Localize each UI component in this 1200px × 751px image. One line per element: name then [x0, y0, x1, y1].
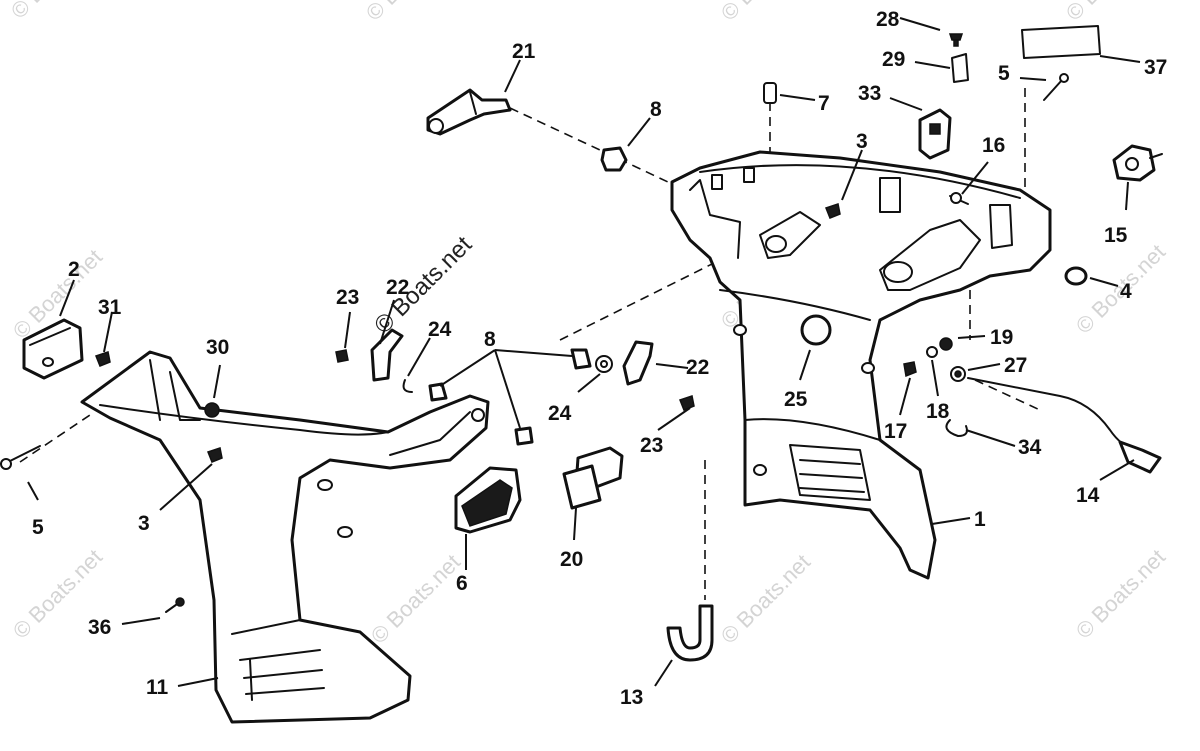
- part-21-lever: [426, 88, 512, 136]
- callout-23: 23: [640, 434, 663, 457]
- part-4-grommet: [1064, 266, 1088, 286]
- callout-8: 8: [650, 98, 662, 121]
- part-6-insert: [454, 466, 522, 534]
- callout-11: 11: [146, 676, 169, 699]
- part-18-washer: [926, 346, 938, 358]
- watermark: © Boats.net: [1061, 0, 1160, 26]
- watermark: © Boats.net: [1071, 544, 1170, 643]
- part-28-screw: [948, 33, 964, 47]
- callout-5: 5: [998, 62, 1010, 85]
- part-14-cable: [967, 377, 1162, 474]
- callout-25: 25: [784, 388, 808, 411]
- part-11-left-lower-cover: [80, 350, 490, 724]
- part-23-screw-right: [679, 395, 695, 411]
- part-37-decal: [1021, 25, 1101, 59]
- part-23-screw-left: [335, 349, 349, 363]
- part-36-screw: [165, 597, 185, 613]
- callout-1: 1: [974, 508, 986, 531]
- callout-23: 23: [336, 286, 359, 309]
- callout-33: 33: [858, 82, 881, 105]
- callout-18: 18: [926, 400, 950, 423]
- part-29-clip: [951, 53, 969, 83]
- part-33-bracket: [918, 108, 952, 160]
- watermark: © Boats.net: [6, 0, 105, 24]
- callout-21: 21: [512, 40, 536, 63]
- callout-22: 22: [686, 356, 709, 379]
- part-5-bolt-right: [1043, 73, 1069, 101]
- part-19-nut: [939, 337, 953, 351]
- part-8-grommet-top: [600, 146, 628, 172]
- callout-36: 36: [88, 616, 111, 639]
- part-20-handle: [562, 446, 624, 510]
- callout-30: 30: [206, 336, 229, 359]
- callout-3: 3: [856, 130, 868, 153]
- callout-29: 29: [882, 48, 905, 71]
- callout-5: 5: [32, 516, 44, 539]
- callout-4: 4: [1120, 280, 1132, 303]
- callout-31: 31: [98, 296, 122, 319]
- watermark: © Boats.net: [361, 0, 460, 26]
- callout-17: 17: [884, 420, 907, 443]
- part-13-hose: [666, 604, 714, 662]
- part-27-nut: [950, 366, 966, 382]
- callout-3: 3: [138, 512, 150, 535]
- callout-8: 8: [484, 328, 496, 351]
- callout-2: 2: [68, 258, 80, 281]
- part-16-seal: [949, 192, 969, 205]
- callout-16: 16: [982, 134, 1005, 157]
- part-3-screw-top: [825, 203, 841, 219]
- part-1-main-cover: [670, 150, 1052, 580]
- watermark: © Boats.net: [716, 549, 815, 648]
- callout-28: 28: [876, 8, 900, 31]
- part-17-screw: [903, 361, 917, 378]
- part-31-screw: [95, 351, 111, 367]
- callout-37: 37: [1144, 56, 1167, 79]
- callout-7: 7: [818, 92, 830, 115]
- callout-34: 34: [1018, 436, 1042, 459]
- part-22-latch-left: [370, 328, 404, 382]
- part-30-nut: [204, 402, 220, 418]
- callout-22: 22: [386, 276, 409, 299]
- part-7-pin: [763, 82, 777, 104]
- part-15-valve: [1112, 144, 1163, 182]
- callout-numbers: 28 29 37 5 7 33 8 21 3 16 15 4 19 27 18 …: [32, 8, 1167, 709]
- callout-13: 13: [620, 686, 643, 709]
- part-34-clip: [945, 419, 968, 437]
- watermark-layer: © Boats.net © Boats.net © Boats.net © Bo…: [6, 0, 1170, 649]
- part-5-bolt-left: [0, 445, 41, 470]
- leader-lines: [27, 17, 1141, 687]
- part-25-plug: [800, 314, 832, 346]
- callout-14: 14: [1076, 484, 1100, 507]
- callout-24: 24: [548, 402, 572, 425]
- part-24-clip-left: [402, 379, 413, 393]
- callout-27: 27: [1004, 354, 1027, 377]
- part-3-screw-left: [207, 447, 223, 463]
- watermark: © Boats.net: [716, 0, 815, 26]
- callout-20: 20: [560, 548, 583, 571]
- part-8-grommets-middle: [428, 348, 592, 446]
- part-24-washer-right: [595, 355, 613, 373]
- part-2-cap: [22, 318, 84, 380]
- callout-19: 19: [990, 326, 1013, 349]
- callout-15: 15: [1104, 224, 1128, 247]
- callout-24: 24: [428, 318, 452, 341]
- part-22-latch-right: [622, 340, 654, 386]
- callout-6: 6: [456, 572, 468, 595]
- watermark: © Boats.net: [366, 549, 465, 648]
